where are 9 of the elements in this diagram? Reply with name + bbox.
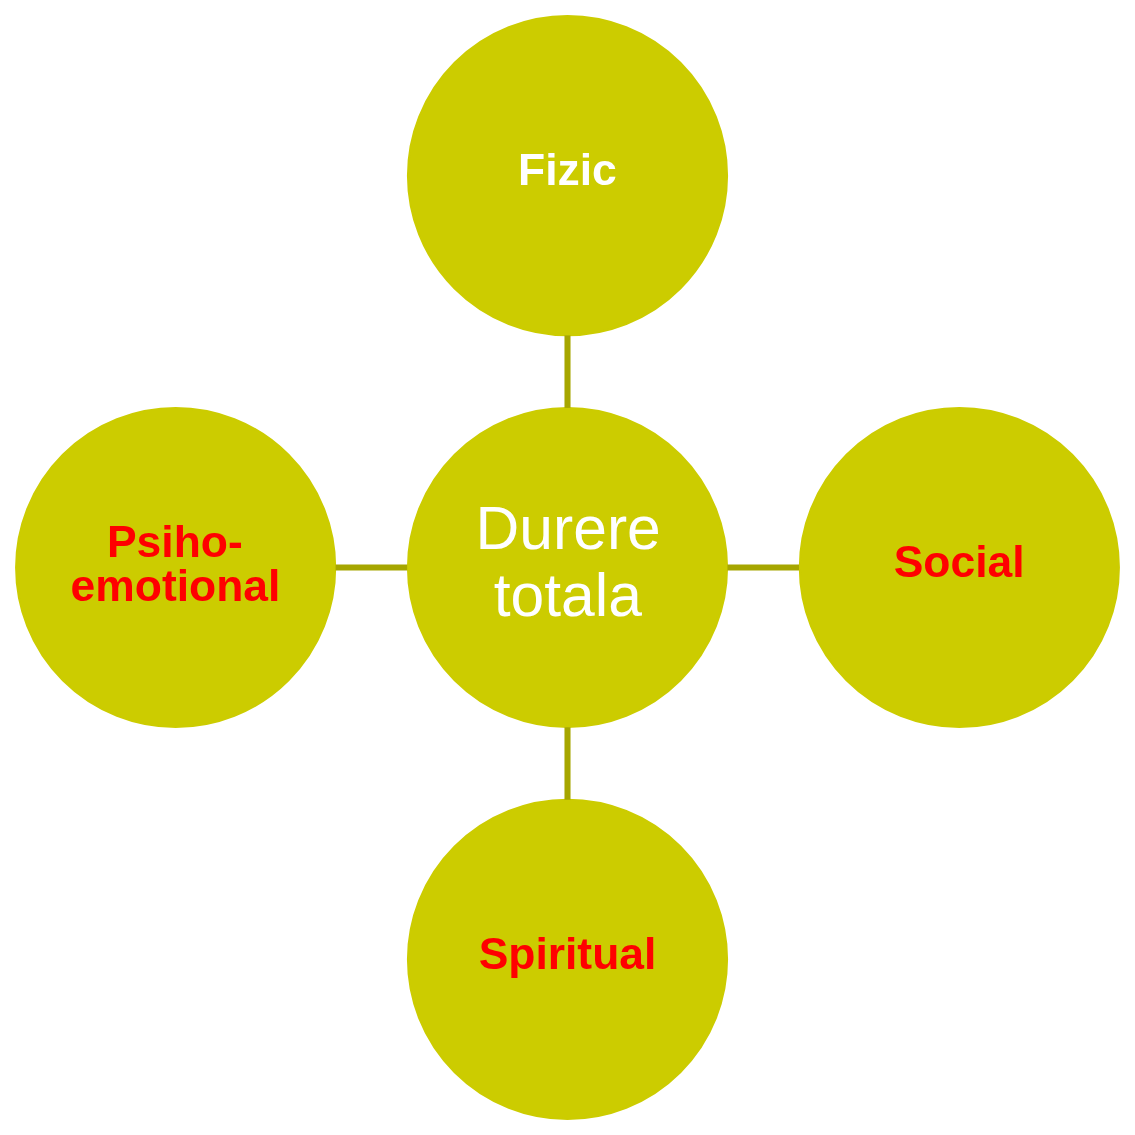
connector [564,727,571,800]
connector [727,564,799,571]
node-circle: Fizic [406,15,729,337]
node-circle: Social [798,406,1120,729]
node-circle: Psiho- emotional [15,406,337,729]
connector [335,564,408,571]
node-circle: Spiritual [406,798,729,1120]
node-circle: Durere totala [406,406,729,729]
connector [564,335,571,408]
